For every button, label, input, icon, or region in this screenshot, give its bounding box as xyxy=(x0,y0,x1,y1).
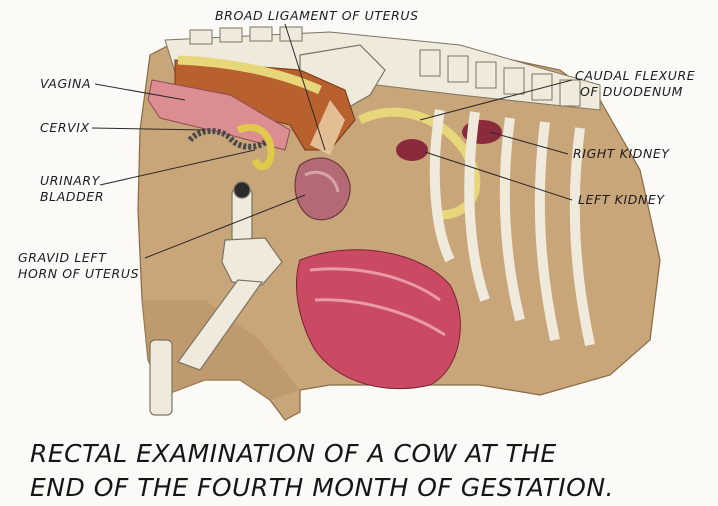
label-caudal-flexure-line2: OF DUODENUM xyxy=(580,84,683,99)
label-caudal-flexure-line1: CAUDAL FLEXURE xyxy=(575,68,695,83)
label-gravid-horn-line2: HORN OF UTERUS xyxy=(18,266,139,281)
label-right-kidney: RIGHT KIDNEY xyxy=(573,146,670,161)
label-cervix: CERVIX xyxy=(40,120,90,135)
label-urinary-bladder-line2: BLADDER xyxy=(40,189,104,204)
label-gravid-horn-line1: GRAVID LEFT xyxy=(18,250,107,265)
left-kidney-organ xyxy=(396,139,428,161)
caption-line-1: RECTAL EXAMINATION OF A COW AT THE xyxy=(30,439,557,468)
uterus-horn xyxy=(295,158,350,220)
label-urinary-bladder-line1: URINARY xyxy=(40,173,101,188)
label-left-kidney: LEFT KIDNEY xyxy=(578,192,665,207)
label-vagina: VAGINA xyxy=(40,76,91,91)
caption-line-2: END OF THE FOURTH MONTH OF GESTATION. xyxy=(30,473,614,502)
label-broad-ligament: BROAD LIGAMENT OF UTERUS xyxy=(215,8,419,23)
